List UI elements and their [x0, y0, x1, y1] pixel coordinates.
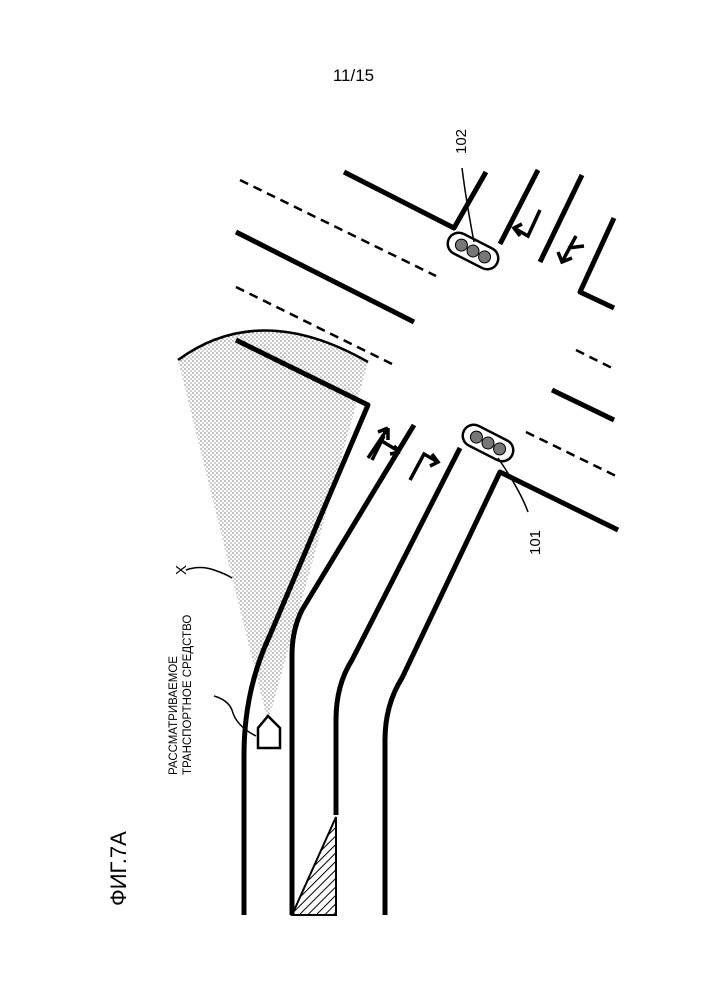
hatched-island — [292, 817, 336, 915]
opposite-lane-line-2 — [540, 175, 582, 262]
leader-102 — [462, 168, 474, 242]
signal-102-label: 102 — [453, 129, 470, 154]
cross-road-top-left-edge — [236, 232, 414, 322]
opposite-road-edge — [580, 218, 614, 308]
dashed-line-right-2 — [526, 432, 616, 476]
zone-x-label: X — [173, 565, 190, 575]
lane-arrow-icon — [558, 236, 584, 262]
cross-road-top-right-edge — [344, 172, 486, 228]
traffic-signal-101-icon — [459, 421, 517, 465]
leader-x — [186, 568, 232, 579]
road-right-edge — [385, 472, 618, 915]
vehicle-icon — [258, 716, 280, 748]
lane-arrow-icon — [410, 454, 438, 480]
cross-road-bottom-lane-line — [552, 390, 614, 420]
figure-label: ФИГ.7А — [106, 831, 131, 906]
signal-101-label: 101 — [527, 530, 544, 555]
vehicle-label-line1: РАССМАТРИВАЕМОЕ — [168, 656, 180, 775]
dashed-line-right-1 — [576, 350, 616, 370]
lane-line-2 — [336, 448, 460, 815]
vehicle-label-line2: ТРАНСПОРТНОЕ СРЕДСТВО — [182, 615, 194, 775]
dashed-line-top-1 — [240, 180, 436, 276]
